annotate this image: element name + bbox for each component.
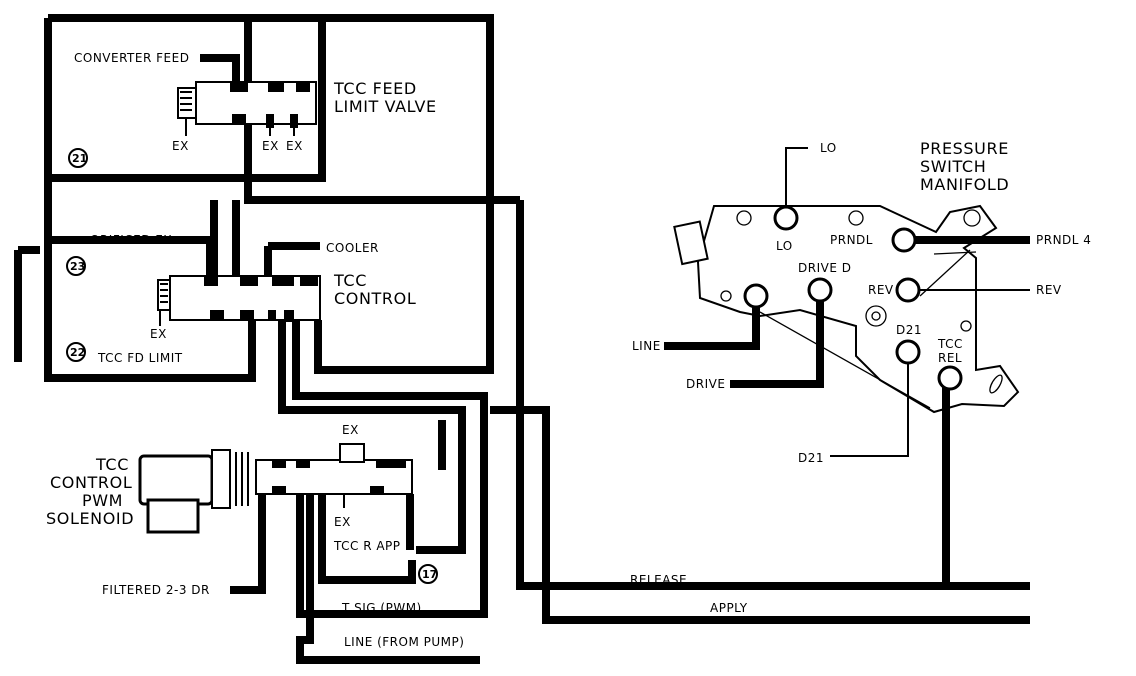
callout-21: 21 <box>72 152 87 165</box>
label-prndl-port: PRNDL <box>830 233 873 247</box>
label-ex-3: EX <box>286 139 303 153</box>
callout-21-circle <box>68 148 88 168</box>
label-rev: REV <box>1036 283 1062 297</box>
label-ex-2: EX <box>262 139 279 153</box>
label-lo-top: LO <box>820 141 837 155</box>
label-tcc-feed: TCC FEED <box>333 79 417 98</box>
label-ex-6: EX <box>334 515 351 529</box>
label-drive: DRIVE <box>686 377 725 391</box>
label-limit-valve: LIMIT VALVE <box>334 97 437 116</box>
label-manifold: MANIFOLD <box>920 175 1009 194</box>
callout-22: 22 <box>70 346 85 359</box>
callout-17: 17 <box>422 568 437 581</box>
label-sol-control: CONTROL <box>50 473 132 492</box>
passages-release-apply <box>490 196 1030 624</box>
label-control: CONTROL <box>334 289 416 308</box>
tcc-feed-limit-valve <box>177 81 317 136</box>
tcc-control-valve <box>157 200 321 326</box>
label-sol-pwm: PWM <box>82 491 123 510</box>
label-pressure: PRESSURE <box>920 139 1009 158</box>
passage-converter-feed <box>200 54 240 86</box>
callouts: 21 23 22 17 <box>66 148 438 584</box>
label-apply: APPLY <box>710 601 748 615</box>
label-filtered-23-dr: FILTERED 2-3 DR <box>102 583 210 597</box>
passage-outer-top <box>14 14 494 382</box>
label-tcc-rel-2: REL <box>938 351 962 365</box>
label-converter-feed: CONVERTER FEED <box>74 51 189 65</box>
labels: CONVERTER FEED TCC FEED LIMIT VALVE EX E… <box>46 51 1091 649</box>
label-drive-port: DRIVE D <box>798 261 851 275</box>
label-rev-port: REV <box>868 283 894 297</box>
label-line-from-pump: LINE (FROM PUMP) <box>344 635 464 649</box>
label-lo-port: LO <box>776 239 793 253</box>
label-cooler: COOLER <box>326 241 379 255</box>
label-orificed-ex: ORIFICED EX <box>90 233 172 247</box>
solenoid-valve <box>138 443 480 664</box>
label-prndl-4: PRNDL 4 <box>1036 233 1091 247</box>
label-ex-4: EX <box>150 327 167 341</box>
label-d21-port: D21 <box>896 323 922 337</box>
label-tcc-rel-1: TCC <box>937 337 963 351</box>
label-ex-5: EX <box>342 423 359 437</box>
label-sol-solenoid: SOLENOID <box>46 509 134 528</box>
callout-17-circle <box>418 564 438 584</box>
label-switch: SWITCH <box>920 157 986 176</box>
pressure-switch-manifold <box>664 147 1030 457</box>
label-tcc-fd-limit: TCC FD LIMIT <box>97 351 183 365</box>
label-release: RELEASE <box>630 573 687 587</box>
callout-23: 23 <box>70 260 85 273</box>
label-tcc-r-app: TCC R APP <box>333 539 401 553</box>
callout-22-circle <box>66 342 86 362</box>
label-line: LINE <box>632 339 661 353</box>
label-d21: D21 <box>798 451 824 465</box>
label-tcc: TCC <box>333 271 367 290</box>
label-t-sig-pwm: T SIG (PWM) <box>341 601 422 615</box>
label-ex-1: EX <box>172 139 189 153</box>
callout-23-circle <box>66 256 86 276</box>
passages-mid <box>268 200 494 618</box>
label-sol-tcc: TCC <box>95 455 129 474</box>
